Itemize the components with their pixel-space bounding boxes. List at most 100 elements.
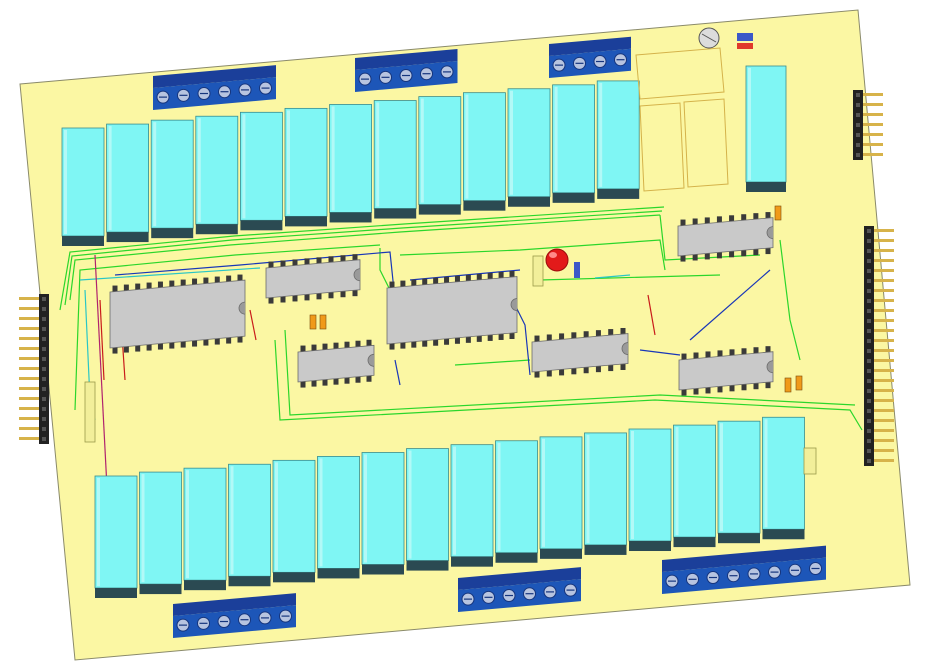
ic-pin-top bbox=[268, 261, 274, 269]
header-pad bbox=[42, 387, 46, 391]
relay-body bbox=[450, 444, 494, 558]
relay-highlight bbox=[599, 82, 603, 187]
header-pin bbox=[874, 389, 894, 392]
smd-component-3 bbox=[784, 377, 792, 393]
header-pin bbox=[874, 359, 894, 362]
ic-pin-bottom bbox=[280, 295, 286, 303]
ic-pin-top bbox=[226, 275, 232, 283]
relay-highlight bbox=[497, 442, 501, 551]
smd-component-4 bbox=[795, 375, 803, 391]
relay-base bbox=[95, 588, 137, 598]
relay-highlight bbox=[465, 94, 469, 199]
header-pin bbox=[874, 269, 894, 272]
bottom-terminal-block-2 bbox=[458, 567, 581, 612]
ic-pin-bottom bbox=[692, 253, 698, 261]
ic-notch bbox=[367, 353, 375, 367]
ic-pin-bottom bbox=[333, 377, 339, 385]
top-relay-2 bbox=[106, 123, 149, 243]
ic-pin-bottom bbox=[620, 362, 626, 370]
top-relay-13 bbox=[596, 80, 640, 199]
header-pin bbox=[19, 407, 39, 410]
header-pad bbox=[867, 239, 871, 243]
relay-body bbox=[406, 448, 449, 561]
header-pad bbox=[867, 399, 871, 403]
header-pin bbox=[874, 409, 894, 412]
ic-pin-top bbox=[112, 285, 118, 293]
trace-6 bbox=[284, 329, 856, 416]
ic-pin-bottom bbox=[328, 291, 334, 299]
relay-highlight bbox=[230, 466, 234, 575]
relay-base bbox=[329, 212, 372, 223]
trace-5 bbox=[274, 339, 863, 431]
header-pad bbox=[867, 459, 871, 463]
relay-base bbox=[362, 564, 404, 575]
terminal-block-group bbox=[153, 36, 826, 638]
ic-pin-bottom bbox=[444, 337, 450, 345]
header-pad bbox=[867, 389, 871, 393]
header-pin bbox=[874, 279, 894, 282]
smd-component-5 bbox=[774, 205, 782, 221]
header-pin bbox=[874, 419, 894, 422]
pin-header-group bbox=[19, 90, 894, 466]
ic-pin-top bbox=[366, 339, 372, 347]
header-pad bbox=[42, 297, 46, 301]
relay-highlight bbox=[510, 90, 513, 195]
relay-highlight bbox=[376, 102, 380, 207]
relay-highlight bbox=[748, 68, 751, 180]
misc-components bbox=[84, 27, 817, 475]
header-pad bbox=[867, 309, 871, 313]
trace-10 bbox=[659, 214, 761, 261]
ic-pin-top bbox=[729, 215, 735, 223]
top-relay-9 bbox=[418, 96, 462, 215]
top-relay-5 bbox=[239, 111, 283, 231]
ic-pin-top bbox=[729, 349, 735, 357]
ic-pin-bottom bbox=[355, 375, 361, 383]
top-relay-3 bbox=[150, 119, 194, 239]
ic-notch bbox=[510, 298, 518, 311]
ic-pin-top bbox=[465, 274, 471, 282]
trace-15 bbox=[514, 304, 531, 376]
top-right-relay-extra bbox=[745, 65, 787, 192]
relay-highlight bbox=[764, 419, 768, 528]
ic-pin-bottom bbox=[729, 250, 735, 258]
header-pad bbox=[867, 319, 871, 323]
relay-highlight bbox=[408, 450, 412, 559]
smd-part-vertical bbox=[574, 262, 580, 278]
relay-body bbox=[762, 416, 805, 530]
header-pad bbox=[856, 143, 860, 147]
header-pin bbox=[19, 427, 39, 430]
header-pad bbox=[42, 397, 46, 401]
top-relay-12 bbox=[552, 84, 595, 203]
ic-pin-bottom bbox=[157, 342, 163, 350]
header-pad bbox=[867, 419, 871, 423]
ic-pin-top bbox=[411, 279, 417, 287]
relay-body bbox=[61, 127, 105, 237]
ic-small-4 bbox=[677, 212, 774, 262]
ic-pin-bottom bbox=[509, 332, 515, 339]
ic-pin-top bbox=[322, 343, 328, 351]
header-pin bbox=[863, 93, 883, 96]
ic-pin-bottom bbox=[344, 376, 350, 384]
relay-base bbox=[273, 572, 315, 583]
header-pin bbox=[19, 417, 39, 420]
bottom-relay-8 bbox=[406, 448, 449, 571]
ic-pin-top bbox=[146, 282, 152, 290]
header-pad bbox=[867, 279, 871, 283]
ic-pin-top bbox=[123, 284, 129, 292]
ic-pin-top bbox=[534, 335, 540, 343]
relay-body bbox=[552, 84, 595, 194]
header-pin bbox=[874, 379, 894, 382]
ic-pin-bottom bbox=[681, 388, 687, 396]
relay-highlight bbox=[275, 462, 278, 571]
ic-pin-bottom bbox=[583, 366, 589, 374]
relay-body bbox=[195, 115, 239, 225]
top-terminal-block-1 bbox=[153, 65, 276, 110]
ic-pin-top bbox=[765, 212, 771, 220]
ic-pin-top bbox=[157, 281, 163, 289]
ic-pin-bottom bbox=[226, 336, 232, 344]
header-pad bbox=[867, 289, 871, 293]
ic-pin-top bbox=[583, 331, 589, 339]
relay-highlight bbox=[554, 86, 558, 191]
ic-pin-top bbox=[444, 276, 450, 284]
header-pin bbox=[863, 123, 883, 126]
